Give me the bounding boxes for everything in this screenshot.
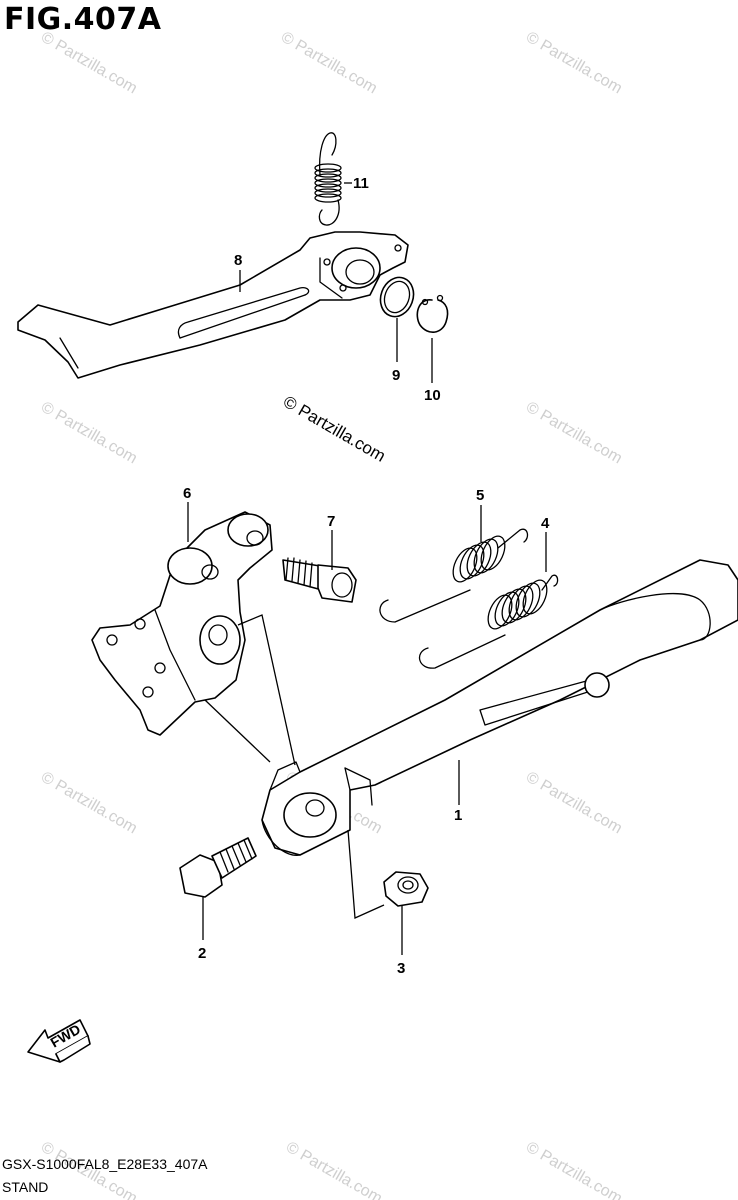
callout-10: 10: [424, 387, 441, 404]
callout-4: 4: [541, 515, 550, 532]
part-7-bolt[interactable]: [282, 557, 357, 603]
callout-3: 3: [397, 960, 405, 977]
part-1-stand[interactable]: [261, 559, 738, 856]
callout-6: 6: [183, 485, 191, 502]
callout-5: 5: [476, 487, 484, 504]
watermark: © Partzilla.com: [283, 1139, 385, 1200]
callout-8: 8: [234, 252, 242, 269]
callouts: 11 8 9 10 6 7 5 4 1 2 3: [183, 175, 550, 977]
callout-11: 11: [353, 175, 369, 192]
watermark: © Partzilla.com: [523, 1139, 625, 1200]
part-6-bracket[interactable]: [91, 511, 273, 736]
part-5-spring[interactable]: [379, 528, 529, 623]
callout-1: 1: [454, 807, 462, 824]
watermark: © Partzilla.com: [523, 399, 625, 468]
callout-9: 9: [392, 367, 400, 384]
part-9-washer[interactable]: [375, 273, 419, 322]
part-4-spring[interactable]: [418, 574, 559, 669]
callout-7: 7: [327, 513, 335, 530]
watermark: © Partzilla.com: [523, 29, 625, 98]
watermarks: © Partzilla.com © Partzilla.com © Partzi…: [38, 29, 625, 1200]
watermark: © Partzilla.com: [38, 399, 140, 468]
part-3-nut[interactable]: [383, 871, 429, 907]
center-watermark: © Partzilla.com: [280, 392, 389, 466]
watermark: © Partzilla.com: [38, 29, 140, 98]
part-8-lever[interactable]: [17, 231, 409, 379]
part-10-circlip[interactable]: [416, 294, 449, 333]
leader-lines: [187, 182, 547, 955]
figure-code: GSX-S1000FAL8_E28E33_407A: [2, 1156, 208, 1172]
figure-title: FIG.407A: [4, 2, 162, 37]
assembly-lines: [204, 614, 385, 919]
part-11-spring[interactable]: [314, 132, 342, 226]
fwd-arrow-icon: FWD: [27, 1019, 91, 1063]
watermark: © Partzilla.com: [38, 769, 140, 838]
figure-name: STAND: [2, 1179, 49, 1195]
part-2-bolt[interactable]: [179, 837, 257, 898]
watermark: © Partzilla.com: [278, 29, 380, 98]
callout-2: 2: [198, 945, 206, 962]
watermark: © Partzilla.com: [523, 769, 625, 838]
